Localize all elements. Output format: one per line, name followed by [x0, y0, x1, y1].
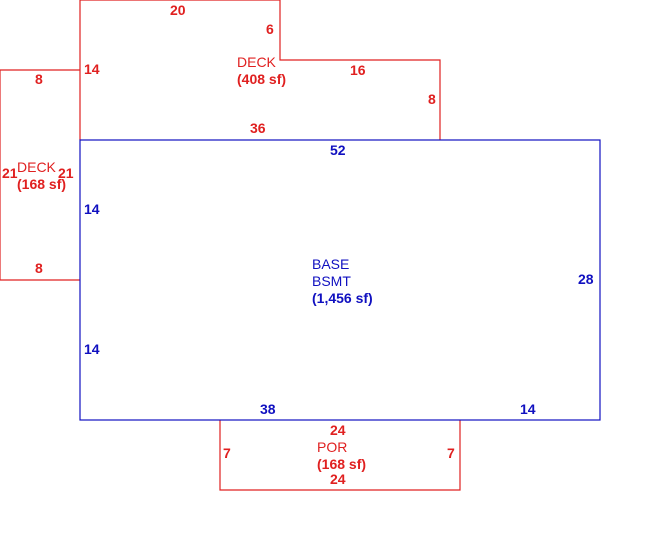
upper-deck-dim-bottom: 36	[250, 120, 266, 136]
left-deck-dim-left: 21	[2, 165, 18, 181]
base-area: (1,456 sf)	[312, 290, 373, 306]
upper-deck-name: DECK	[237, 54, 277, 70]
upper-deck-outline	[79, 0, 441, 140]
porch-dim-top: 24	[330, 422, 346, 438]
left-deck-dim-bottom: 8	[35, 260, 43, 276]
porch-name: POR	[317, 439, 347, 455]
porch-dim-bottom: 24	[330, 471, 346, 487]
upper-deck-area: (408 sf)	[237, 71, 286, 87]
base-bsmt-outline	[79, 139, 601, 421]
porch-outline	[219, 420, 461, 491]
base-dim-right: 28	[578, 271, 594, 287]
base-name-line1: BASE	[312, 256, 349, 272]
upper-deck-dim-left: 14	[84, 61, 100, 77]
upper-deck-dim-top: 20	[170, 2, 186, 18]
base-dim-left-lower: 14	[84, 341, 100, 357]
left-deck-dim-right: 21	[58, 165, 74, 181]
porch-area: (168 sf)	[317, 456, 366, 472]
base-name-line2: BSMT	[312, 273, 351, 289]
base-dim-bottom-right: 14	[520, 401, 536, 417]
left-deck-name: DECK	[17, 159, 57, 175]
base-dim-left-upper: 14	[84, 201, 100, 217]
base-dim-bottom-left: 38	[260, 401, 276, 417]
base-dim-top: 52	[330, 142, 346, 158]
left-deck-area: (168 sf)	[17, 176, 66, 192]
left-deck-outline	[0, 69, 80, 281]
left-deck-dim-top: 8	[35, 71, 43, 87]
upper-deck-dim-upper-right: 16	[350, 62, 366, 78]
upper-deck-dim-step: 6	[266, 21, 274, 37]
upper-deck-dim-right: 8	[428, 91, 436, 107]
porch-dim-left: 7	[223, 445, 231, 461]
porch-dim-right: 7	[447, 445, 455, 461]
